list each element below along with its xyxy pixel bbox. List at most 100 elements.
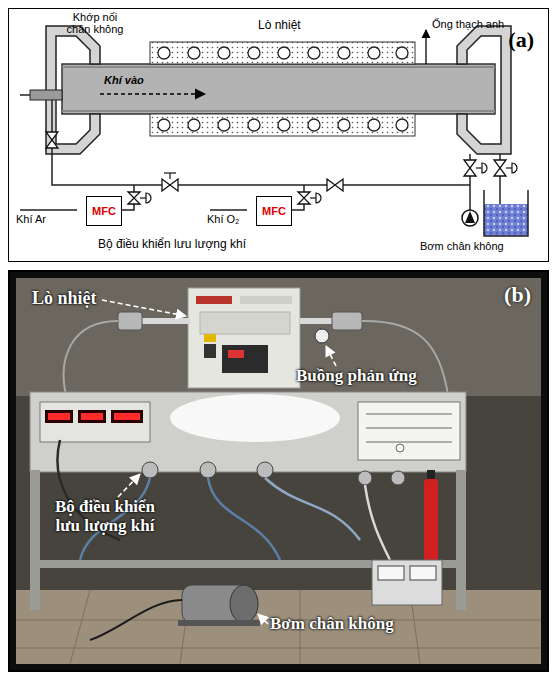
furnace-photo [228,350,244,358]
gas-rack [358,402,460,460]
reaction-tube-photo [118,312,142,330]
valve-handle [140,197,146,198]
vacuum-flange [457,26,511,154]
vacuum-pump-photo [178,620,260,626]
valve-handle [476,167,482,168]
valve-symbol [46,132,58,148]
valve-handle [310,197,316,198]
panel-frame: (a) MFC MFC [8,8,549,262]
reaction-tube-photo [315,329,329,343]
gas-regulator [142,462,158,478]
gas-rack [170,394,340,442]
heating-coil [188,47,200,59]
heating-coil [158,47,170,59]
furnace-photo [196,296,232,304]
gas-regulator [142,462,405,485]
valve-handle [512,163,517,173]
furnace-heater [150,114,415,136]
gas-label: Khí Ar [16,213,46,225]
meter-box [410,566,436,580]
part-label: Lò nhiệt [258,18,301,32]
photo-background [16,278,541,664]
gas-regulator [391,471,405,485]
gas-pipe [52,100,470,185]
panel-tag: (a) [508,27,534,53]
quartz-tube [62,66,495,68]
vacuum-flange [46,26,511,154]
gas-hose [208,478,280,560]
furnace-photo [200,312,290,334]
gas-rack [396,444,404,452]
photo-background [16,278,541,396]
gas-rack [40,402,150,442]
fire-extinguisher [427,470,435,479]
gas-regulator [257,462,273,478]
fire-extinguisher [424,478,438,573]
panel-tag: (b) [504,282,531,308]
heating-coil [368,119,380,131]
valve-handle [316,193,321,203]
gas-inlet [30,90,62,100]
valve-symbol [464,160,476,176]
fire-extinguisher [424,470,438,573]
bubbler-beaker [484,190,528,236]
gas-rack [30,392,466,610]
reaction-tube-photo [64,312,448,395]
gas-label: Khí O₂ [207,213,239,225]
gas-rack [366,414,452,415]
meter-box [378,566,404,580]
quartz-tube [62,64,495,114]
furnace-photo [188,288,300,388]
inlet-arrow [100,94,205,95]
reaction-tube-photo [64,321,118,395]
vacuum-pump-photo [90,600,182,640]
vacuum-pump-symbol [462,210,478,226]
valve-symbol [298,192,310,204]
heating-coil [308,47,320,59]
gas-rack [366,442,452,443]
furnace-photo [222,345,268,373]
valve-handle [146,193,151,203]
part-label: Ống thạch anh [432,18,504,30]
furnace-photo [204,344,216,358]
photo-panel: (b) [8,270,549,672]
furnace-heater [150,42,415,64]
gas-pipe [210,209,247,211]
vacuum-pump-symbol [462,210,478,226]
leader-line [258,614,268,624]
photo-label: Bơm chân không [270,614,394,634]
valve-symbol [128,192,140,204]
quartz-tube [62,110,495,112]
photo-background [16,648,541,649]
bubbler-beaker [484,204,528,236]
gas-rack [81,413,103,420]
mfc-label: MFC [92,205,116,217]
furnace-photo [240,296,292,304]
part-label: Bộ điều khiển lưu lượng khí [98,237,246,251]
gas-rack [30,392,466,472]
photo-label: Buồng phản ứng [296,366,417,386]
reaction-tube-photo [332,312,362,330]
photo-background [8,270,549,672]
gas-rack [366,414,452,452]
heating-coil [308,119,320,131]
valve-symbol [327,179,343,191]
heating-coil [396,47,408,59]
mfc-label: MFC [262,205,286,217]
heating-coil [218,119,230,131]
gas-pipe [20,209,77,211]
furnace-photo [188,288,300,388]
heating-coil [396,119,408,131]
valve-handle [482,163,487,173]
heating-coil [338,47,350,59]
vacuum-pump-photo [90,585,260,640]
leader-line [425,30,426,64]
photo-label: Lò nhiệt [32,288,97,309]
gas-rack [366,428,452,429]
valve-handle [506,167,512,168]
furnace-heater [150,42,415,136]
leader-line [102,300,186,316]
bubbler-beaker [484,190,528,236]
gas-rack [78,410,106,423]
gas-rack [48,413,70,420]
